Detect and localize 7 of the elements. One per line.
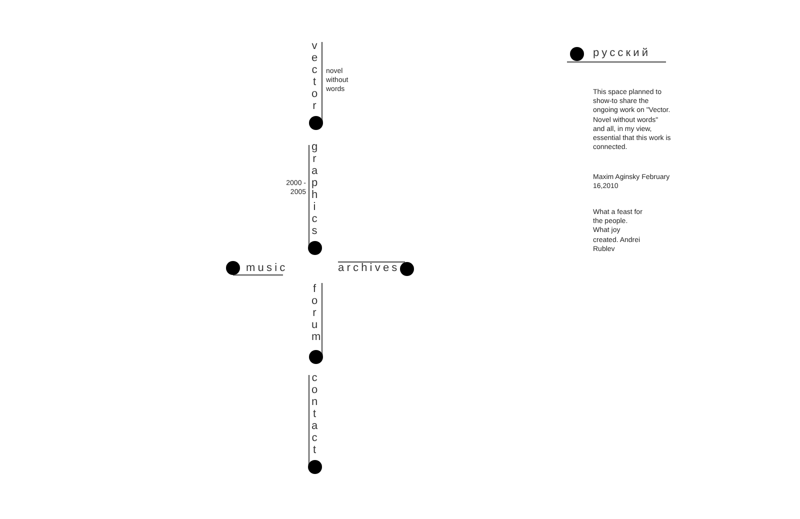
menu-link: graphics [309,141,320,237]
menu-link: contact [309,372,320,456]
menu-link: archives [338,262,400,275]
menu-link: русский [593,47,651,60]
menu-link: vector [309,40,320,112]
menu-link: music [246,262,288,275]
menu-link: forum [309,283,320,343]
